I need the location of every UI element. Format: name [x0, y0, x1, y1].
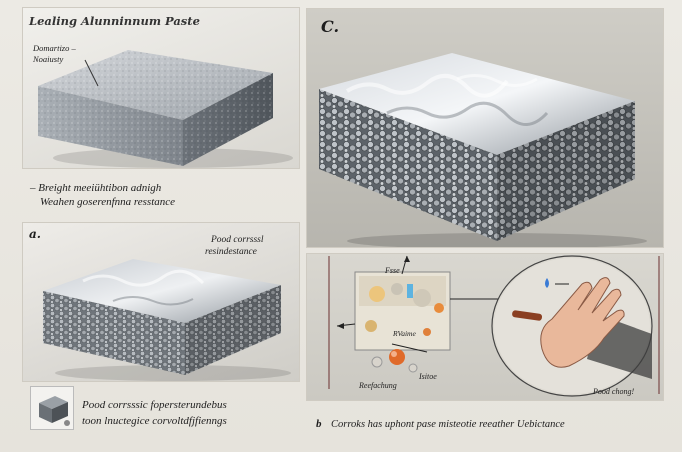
label-fsse: Fsse	[385, 266, 400, 275]
detail-side-face	[497, 101, 635, 241]
panel-label-a: a.	[29, 227, 41, 241]
porous-detail-illustration	[319, 53, 647, 247]
panel-solid-block: Lealing Alunninnum Paste Domartizo – Noa…	[22, 7, 300, 169]
mini-block-icon	[30, 386, 74, 430]
callout-label-line1: Domartizo –	[33, 43, 76, 53]
tool-rod	[512, 310, 543, 321]
caption-mid-left-line1: Pood corrsssic fopersterundebus	[82, 399, 227, 411]
panel-porous-block: a. Pood corrsssl resindestance	[22, 222, 300, 382]
porous-block-illustration	[43, 259, 291, 381]
caption-mid-left-line2: toon lnuctegice corvoltdfjfienngs	[82, 415, 227, 427]
corrosion-mechanism-illustration	[328, 255, 660, 397]
label-reefachung: Reefachung	[359, 381, 397, 390]
caption-top-left-line1: – Breight meeiühtibon adnigh	[30, 182, 162, 194]
detail-top-face	[319, 53, 635, 155]
hand-shape	[540, 277, 625, 368]
solid-block-illustration	[38, 50, 293, 168]
panel-porous-detail: C.	[306, 8, 664, 248]
panel-corrosion-mechanism: Fsse RVaime Reefachung Isitoe Pood chong…	[306, 253, 664, 401]
detail-front-face	[319, 89, 497, 241]
callout-corrosion-line1: Pood corrsssl	[211, 235, 264, 245]
caption-bottom-letter: b	[316, 418, 322, 430]
porous-front-face	[43, 291, 185, 375]
panel-title: Lealing Alunninnum Paste	[29, 14, 200, 28]
panel-label-c: C.	[321, 17, 340, 36]
label-hand: Pood chong!	[593, 387, 635, 396]
label-isitoe: Isitoe	[419, 372, 437, 381]
orange-sphere	[389, 349, 405, 365]
label-rvaime: RVaime	[393, 329, 416, 338]
caption-top-left-line2: Weahen goserenfnna resstance	[40, 196, 176, 208]
callout-label-line2: Noaiusty	[33, 54, 64, 64]
caption-bottom-text: Corroks has uphont pase misteotie reeath…	[331, 419, 565, 430]
callout-corrosion-line2: resindestance	[205, 247, 257, 257]
porous-side-face	[185, 285, 281, 375]
